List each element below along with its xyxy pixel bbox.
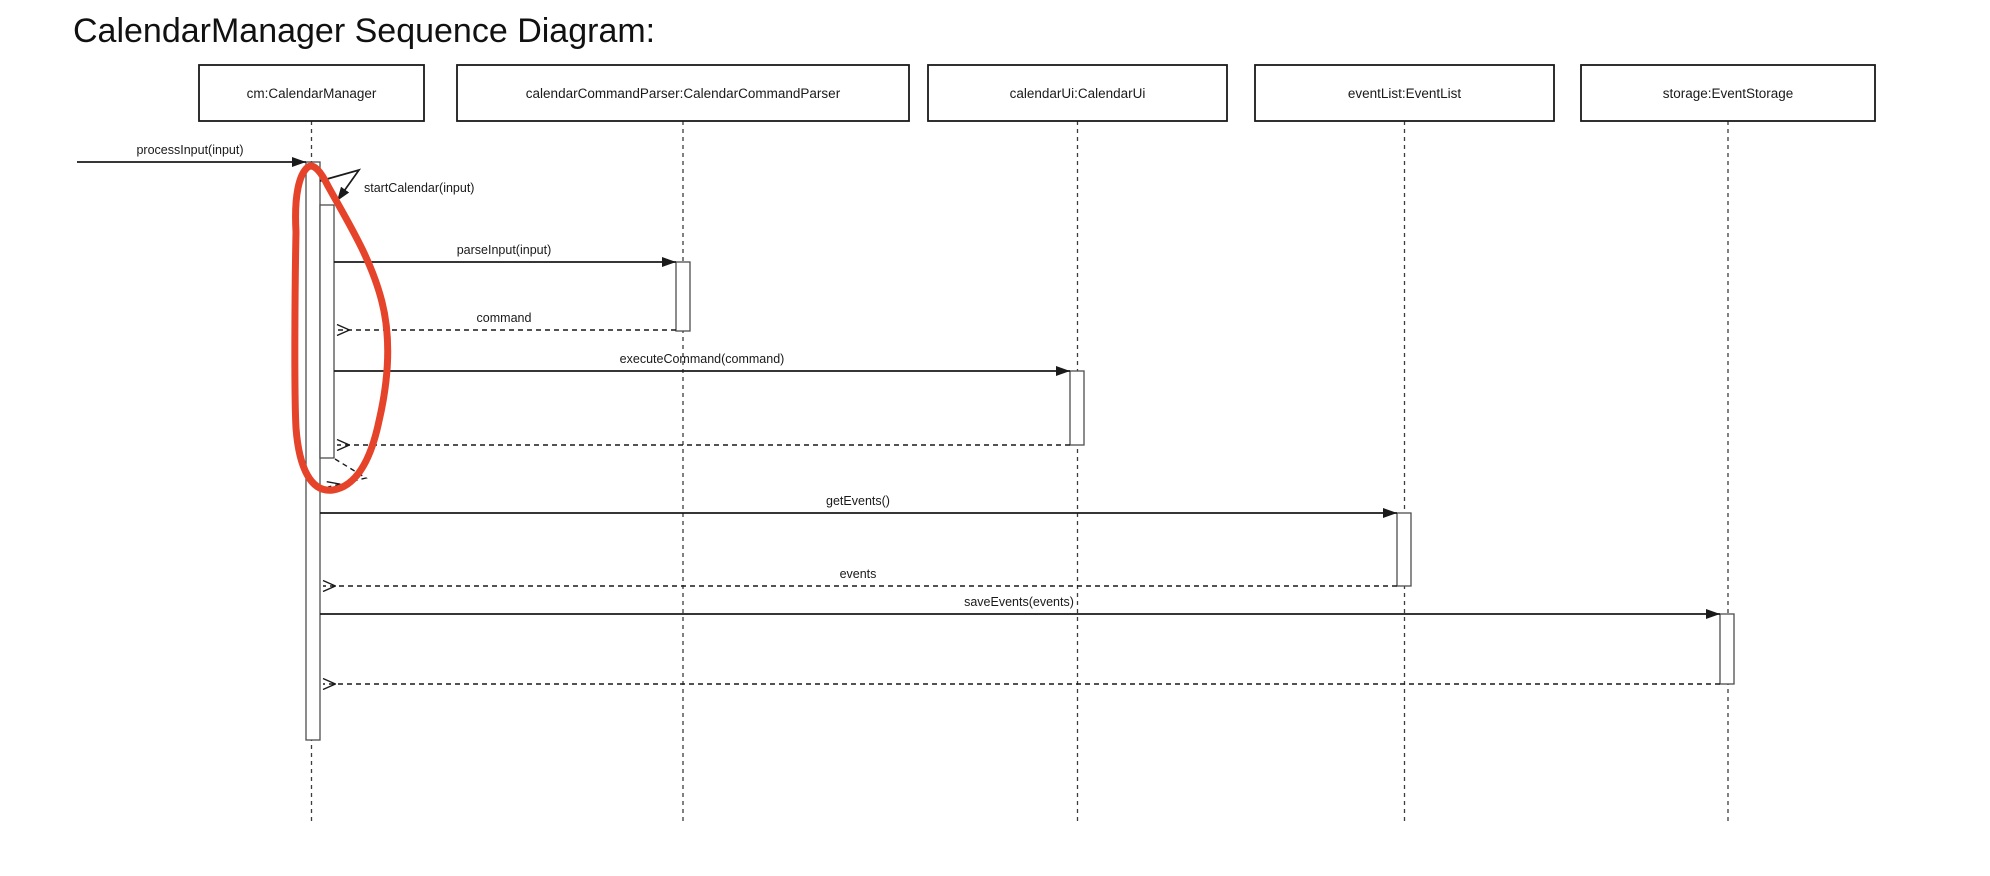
message-label: executeCommand(command) — [620, 352, 785, 366]
message-command-return: command — [337, 311, 676, 330]
participant-cm: cm:CalendarManager — [198, 64, 425, 122]
message-events-return: events — [323, 567, 1397, 586]
participant-storage: storage:EventStorage — [1580, 64, 1876, 122]
red-annotation-loop — [291, 162, 392, 494]
message-label: startCalendar(input) — [364, 181, 474, 195]
participant-label: storage:EventStorage — [1663, 86, 1794, 101]
message-startcalendar-self: startCalendar(input) — [319, 168, 474, 202]
participant-box — [1254, 64, 1555, 122]
message-arrow — [319, 168, 362, 202]
message-arrow — [328, 458, 368, 487]
message-label: parseInput(input) — [457, 243, 552, 257]
message-label: events — [840, 567, 877, 581]
participant-label: calendarCommandParser:CalendarCommandPar… — [526, 86, 841, 101]
message-executecommand: executeCommand(command) — [334, 352, 1070, 376]
activation-bar-cm-nested — [319, 204, 335, 459]
activation-bar-parser — [675, 261, 691, 332]
participant-box — [1580, 64, 1876, 122]
activation-bar-calendarui — [1069, 370, 1085, 446]
message-processinput: processInput(input) — [77, 143, 306, 167]
participant-calendarui: calendarUi:CalendarUi — [927, 64, 1228, 122]
participant-label: cm:CalendarManager — [247, 86, 377, 101]
participant-box — [198, 64, 425, 122]
participant-box — [927, 64, 1228, 122]
activation-bar-cm-outer — [305, 161, 321, 741]
message-saveevents: saveEvents(events) — [320, 595, 1720, 619]
activation-bar-storage — [1719, 613, 1735, 685]
page-title: CalendarManager Sequence Diagram: — [73, 12, 655, 50]
participant-label: eventList:EventList — [1348, 86, 1462, 101]
participant-box — [456, 64, 910, 122]
participant-eventlist: eventList:EventList — [1254, 64, 1555, 122]
message-label: saveEvents(events) — [964, 595, 1074, 609]
participant-label: calendarUi:CalendarUi — [1010, 86, 1146, 101]
participant-calendarcommandparser: calendarCommandParser:CalendarCommandPar… — [456, 64, 910, 122]
message-label: command — [477, 311, 532, 325]
message-self-return — [328, 458, 368, 487]
message-label: processInput(input) — [136, 143, 243, 157]
activation-bar-eventlist — [1396, 512, 1412, 587]
message-label: getEvents() — [826, 494, 890, 508]
message-parseinput: parseInput(input) — [334, 243, 676, 267]
message-getevents: getEvents() — [320, 494, 1397, 518]
